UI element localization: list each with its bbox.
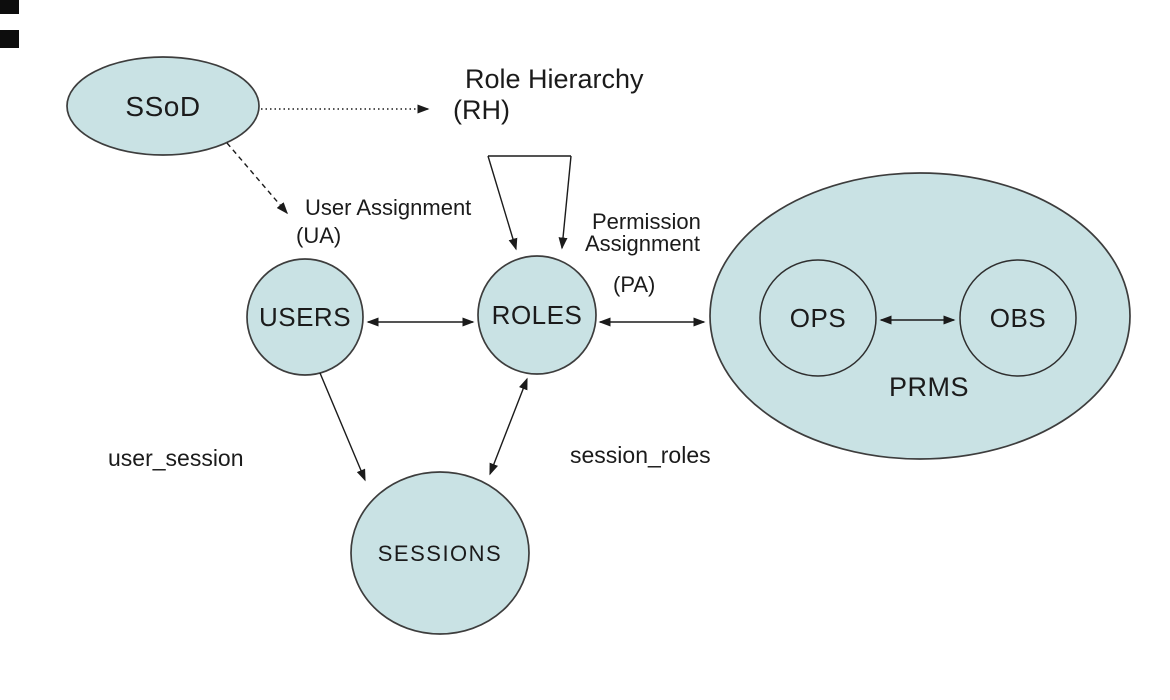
permission-assignment-label-line1: Permission — [592, 209, 701, 234]
user-assignment-abbr: (UA) — [296, 223, 341, 248]
edge-ssod-to-user-assignment — [226, 142, 288, 215]
roles-label: ROLES — [492, 300, 583, 330]
ops-label: OPS — [790, 303, 846, 333]
prms-node — [709, 172, 1131, 460]
rh-loop-right-arrow — [558, 155, 572, 250]
sessions-label: SESSIONS — [378, 541, 502, 566]
roles-node — [477, 255, 597, 375]
role-hierarchy-label: Role Hierarchy — [465, 64, 644, 94]
ssod-node — [66, 56, 260, 156]
obs-label: OBS — [990, 303, 1046, 333]
permission-assignment-label-line2: Assignment — [585, 231, 700, 256]
sessions-node — [350, 471, 530, 635]
scan-artifact-mark-top — [0, 0, 19, 14]
users-node — [246, 258, 364, 376]
users-label: USERS — [259, 302, 351, 332]
rh-loop-left-arrow — [487, 155, 518, 251]
edge-users-sessions — [319, 372, 366, 482]
session-roles-label: session_roles — [570, 442, 711, 468]
edge-sessions-roles — [489, 377, 528, 476]
ops-node — [759, 259, 877, 377]
permission-assignment-abbr: (PA) — [613, 272, 655, 297]
user-assignment-label: User Assignment — [305, 195, 471, 220]
prms-label: PRMS — [889, 372, 969, 402]
scan-artifact-mark-bottom — [0, 30, 19, 48]
obs-node — [959, 259, 1077, 377]
ssod-label: SSoD — [125, 91, 200, 122]
role-hierarchy-abbr: (RH) — [453, 95, 510, 125]
user-session-label: user_session — [108, 445, 244, 471]
